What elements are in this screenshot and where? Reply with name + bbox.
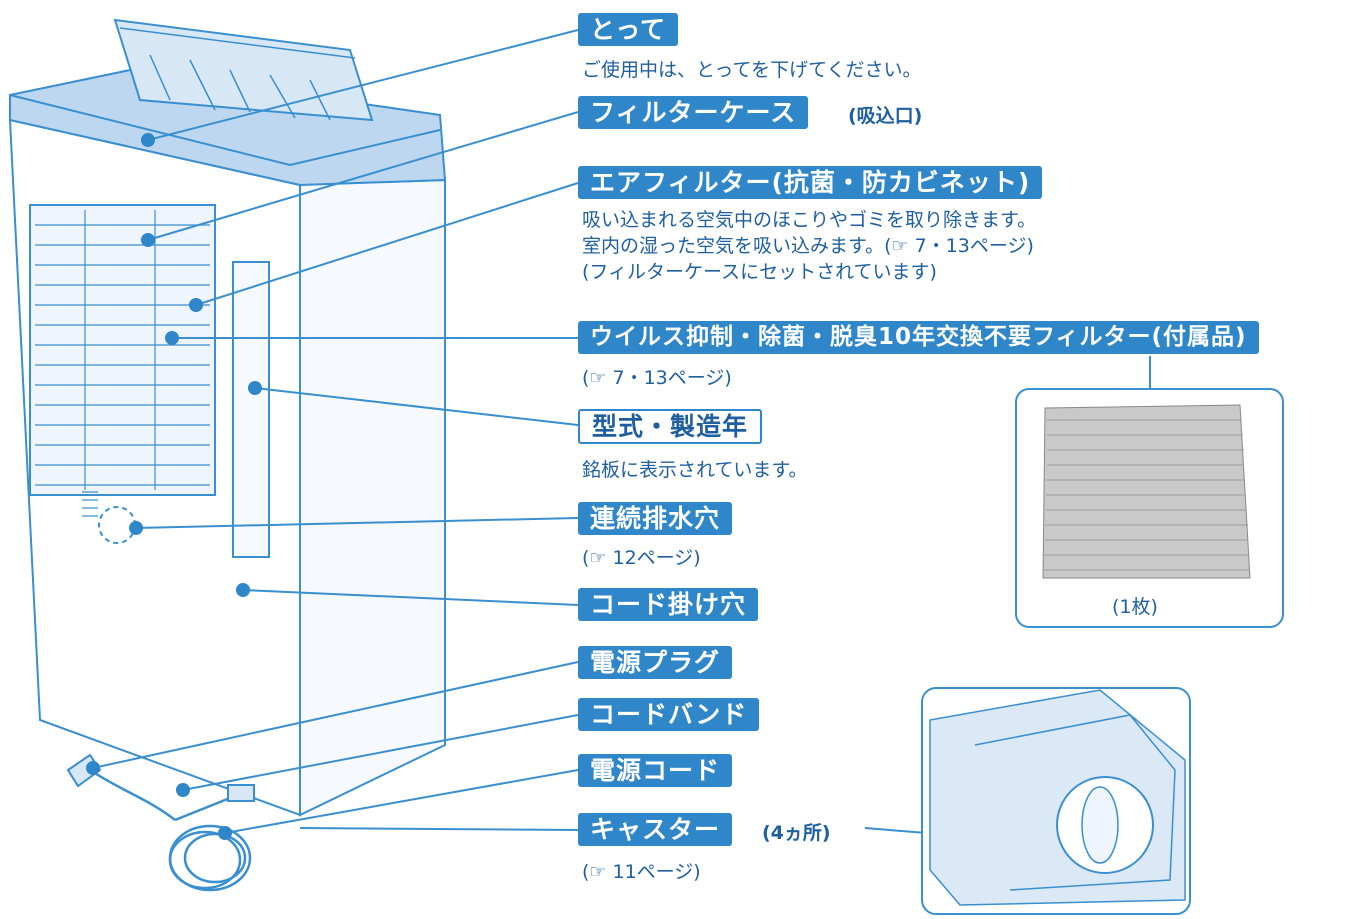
label-caster-sub: (4ヵ所) (762, 822, 831, 844)
leader-lines (92, 29, 1151, 846)
note-model: 銘板に表示されています。 (582, 459, 808, 481)
ref-caster: (☞ 11ページ) (582, 861, 701, 883)
label-cord-hook: コード掛け穴 (578, 588, 759, 621)
ref-drain: (☞ 12ページ) (582, 547, 701, 569)
label-handle: とって (578, 13, 679, 46)
caster-closeup (921, 687, 1191, 915)
label-filter-case-sub: (吸込口) (848, 105, 923, 127)
label-air-filter: エアフィルター(抗菌・防カビネット) (578, 166, 1043, 199)
dehumidifier-illustration (8, 18, 447, 892)
note-handle: ご使用中は、とってを下げてください。 (582, 59, 922, 81)
label-plug: 電源プラグ (578, 646, 733, 679)
note-air-filter-2: 室内の湿った空気を吸い込みます。(☞ 7・13ページ) (582, 235, 1034, 257)
label-power-cord: 電源コード (578, 754, 733, 787)
filter-count: (1枚) (1112, 596, 1158, 618)
label-cord-band: コードバンド (578, 698, 760, 731)
filter-illustration (1042, 404, 1251, 579)
label-filter-case: フィルターケース (578, 96, 809, 129)
note-air-filter-3: (フィルターケースにセットされています) (582, 261, 937, 283)
label-drain: 連続排水穴 (578, 502, 733, 535)
note-air-filter-1: 吸い込まれる空気中のほこりやゴミを取り除きます。 (582, 209, 1037, 231)
label-model: 型式・製造年 (578, 409, 763, 444)
label-virus-filter: ウイルス抑制・除菌・脱臭10年交換不要フィルター(付属品) (578, 321, 1259, 354)
ref-virus-filter: (☞ 7・13ページ) (582, 367, 732, 389)
label-caster: キャスター (578, 813, 733, 846)
